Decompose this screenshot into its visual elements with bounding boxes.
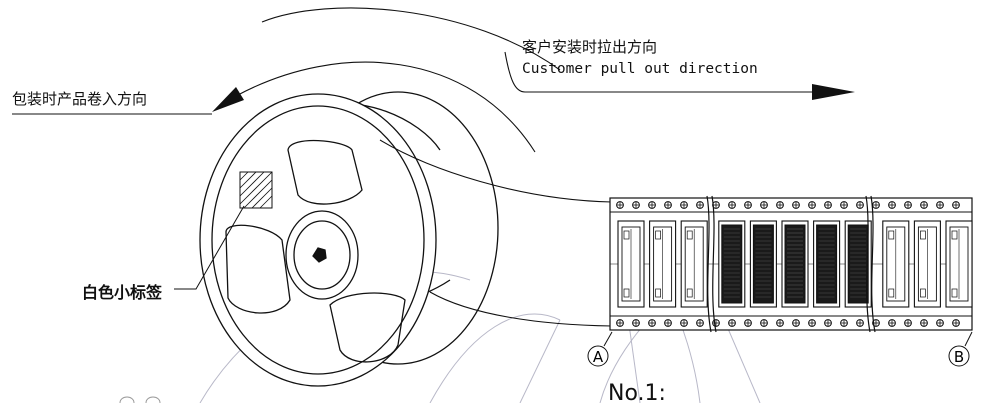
tape-pocket [813, 220, 841, 308]
pocket-component [721, 224, 743, 304]
pocket-component [752, 224, 774, 304]
pull-out-direction-en: Customer pull out direction [522, 61, 758, 77]
outer-arc [261, 7, 561, 71]
pocket-component [816, 224, 838, 304]
tape-pocket [617, 220, 645, 308]
tape-break-left [706, 195, 712, 333]
reel [199, 91, 499, 387]
tape-bottom-edge [429, 291, 613, 327]
marker-a-text: A [593, 348, 604, 366]
tape-pocket [718, 220, 746, 308]
tape-break-right [865, 195, 871, 333]
footnote-label: No.1: [608, 381, 666, 406]
reel-window-bottom [329, 292, 406, 363]
tape-pocket [680, 220, 708, 308]
tape-pocket [882, 220, 910, 308]
tape-pocket [913, 220, 941, 308]
tape-pocket [945, 220, 973, 308]
carrier-tape [609, 195, 973, 333]
white-label-patch [174, 171, 273, 290]
reel-front-flange-outer [199, 93, 437, 387]
tape-pocket [781, 220, 809, 308]
pocket-component [847, 224, 869, 304]
cropped-partial-shapes [119, 396, 161, 404]
pull-out-arrowhead [812, 84, 855, 100]
marker-b: B [948, 331, 973, 367]
tape-pocket [649, 220, 677, 308]
sprocket-holes-bottom [616, 319, 960, 327]
reel-window-top [287, 139, 363, 205]
tape-pockets [617, 220, 973, 308]
marker-a: A [587, 331, 613, 367]
wind-in-arrowhead [212, 87, 244, 112]
white-label-leader [174, 205, 245, 290]
tape-pocket [749, 220, 777, 308]
reel-hub-ring [285, 210, 359, 300]
marker-b-text: B [954, 348, 964, 366]
reel-front-flange-inner [211, 105, 425, 375]
pull-out-direction-cn: 客户安装时拉出方向 [522, 38, 658, 56]
pull-out-arrow-line [504, 51, 820, 93]
sprocket-holes-top [616, 201, 960, 209]
tape-top-edge [379, 139, 613, 203]
wind-in-arc [235, 61, 536, 153]
reel-window-left [225, 224, 291, 314]
reel-hub-center [312, 247, 327, 263]
pocket-component [784, 224, 806, 304]
wind-in-direction-cn: 包装时产品卷入方向 [12, 90, 148, 108]
white-label-caption: 白色小标签 [82, 283, 163, 302]
